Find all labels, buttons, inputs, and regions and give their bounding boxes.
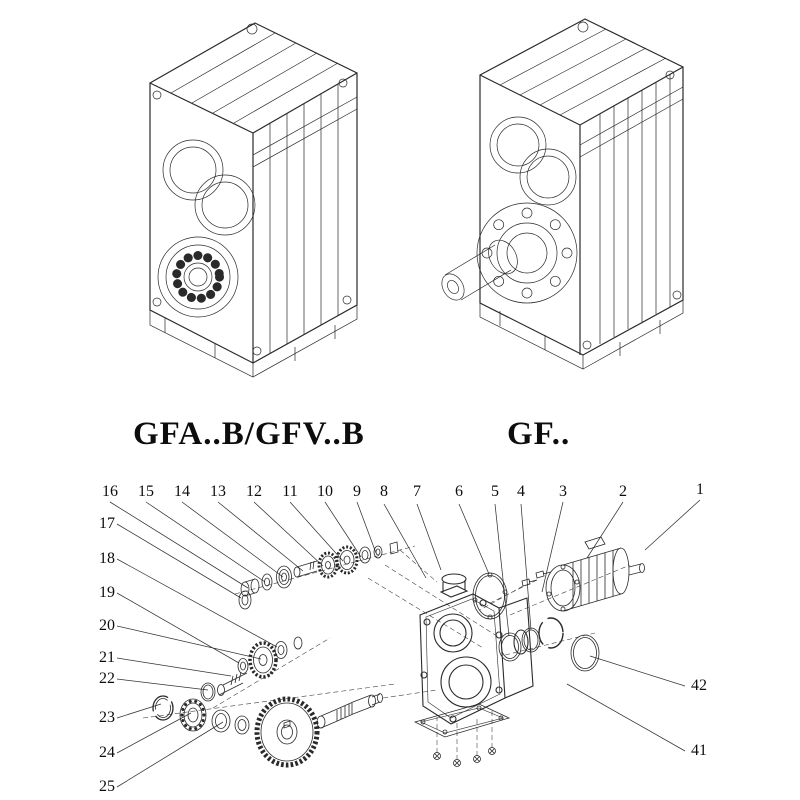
callout-1: 1	[696, 481, 704, 498]
callout-19: 19	[99, 584, 115, 601]
callout-9: 9	[353, 483, 361, 500]
callout-2: 2	[619, 483, 627, 500]
cover-plate-and-bolts	[413, 703, 511, 767]
callout-5: 5	[491, 483, 499, 500]
callout-leader-lines	[109, 499, 701, 788]
callout-21: 21	[99, 649, 115, 666]
callout-25: 25	[99, 778, 115, 795]
callout-3: 3	[559, 483, 567, 500]
callout-22: 22	[99, 670, 115, 687]
gf-label: GF..	[507, 416, 571, 452]
callout-16: 16	[102, 483, 118, 500]
callout-7: 7	[413, 483, 421, 500]
callout-20: 20	[99, 617, 115, 634]
callout-41: 41	[691, 742, 707, 759]
callout-4: 4	[517, 483, 525, 500]
callout-14: 14	[174, 483, 190, 500]
seal-rings	[498, 617, 600, 672]
callout-17: 17	[99, 515, 115, 532]
callout-23: 23	[99, 709, 115, 726]
intermediate-gear-parts	[200, 590, 303, 702]
exploded-parts-diagram	[109, 499, 701, 788]
callout-10: 10	[317, 483, 333, 500]
gearbox-gfab-drawing	[149, 22, 358, 378]
gearbox-gf-drawing	[441, 18, 684, 370]
callout-8: 8	[380, 483, 388, 500]
input-shaft-parts	[240, 541, 399, 597]
callout-6: 6	[455, 483, 463, 500]
callout-18: 18	[99, 550, 115, 567]
callout-11: 11	[282, 483, 298, 500]
gear-housing	[419, 573, 534, 725]
output-gear-parts	[152, 693, 383, 768]
gasket-and-bolts	[472, 570, 552, 620]
callout-24: 24	[99, 744, 115, 761]
gfab-label: GFA..B/GFV..B	[133, 416, 365, 452]
input-motor-unit	[545, 536, 645, 612]
callout-13: 13	[210, 483, 226, 500]
callout-15: 15	[138, 483, 154, 500]
alignment-axes	[142, 545, 631, 760]
callout-12: 12	[246, 483, 262, 500]
callout-42: 42	[691, 677, 707, 694]
